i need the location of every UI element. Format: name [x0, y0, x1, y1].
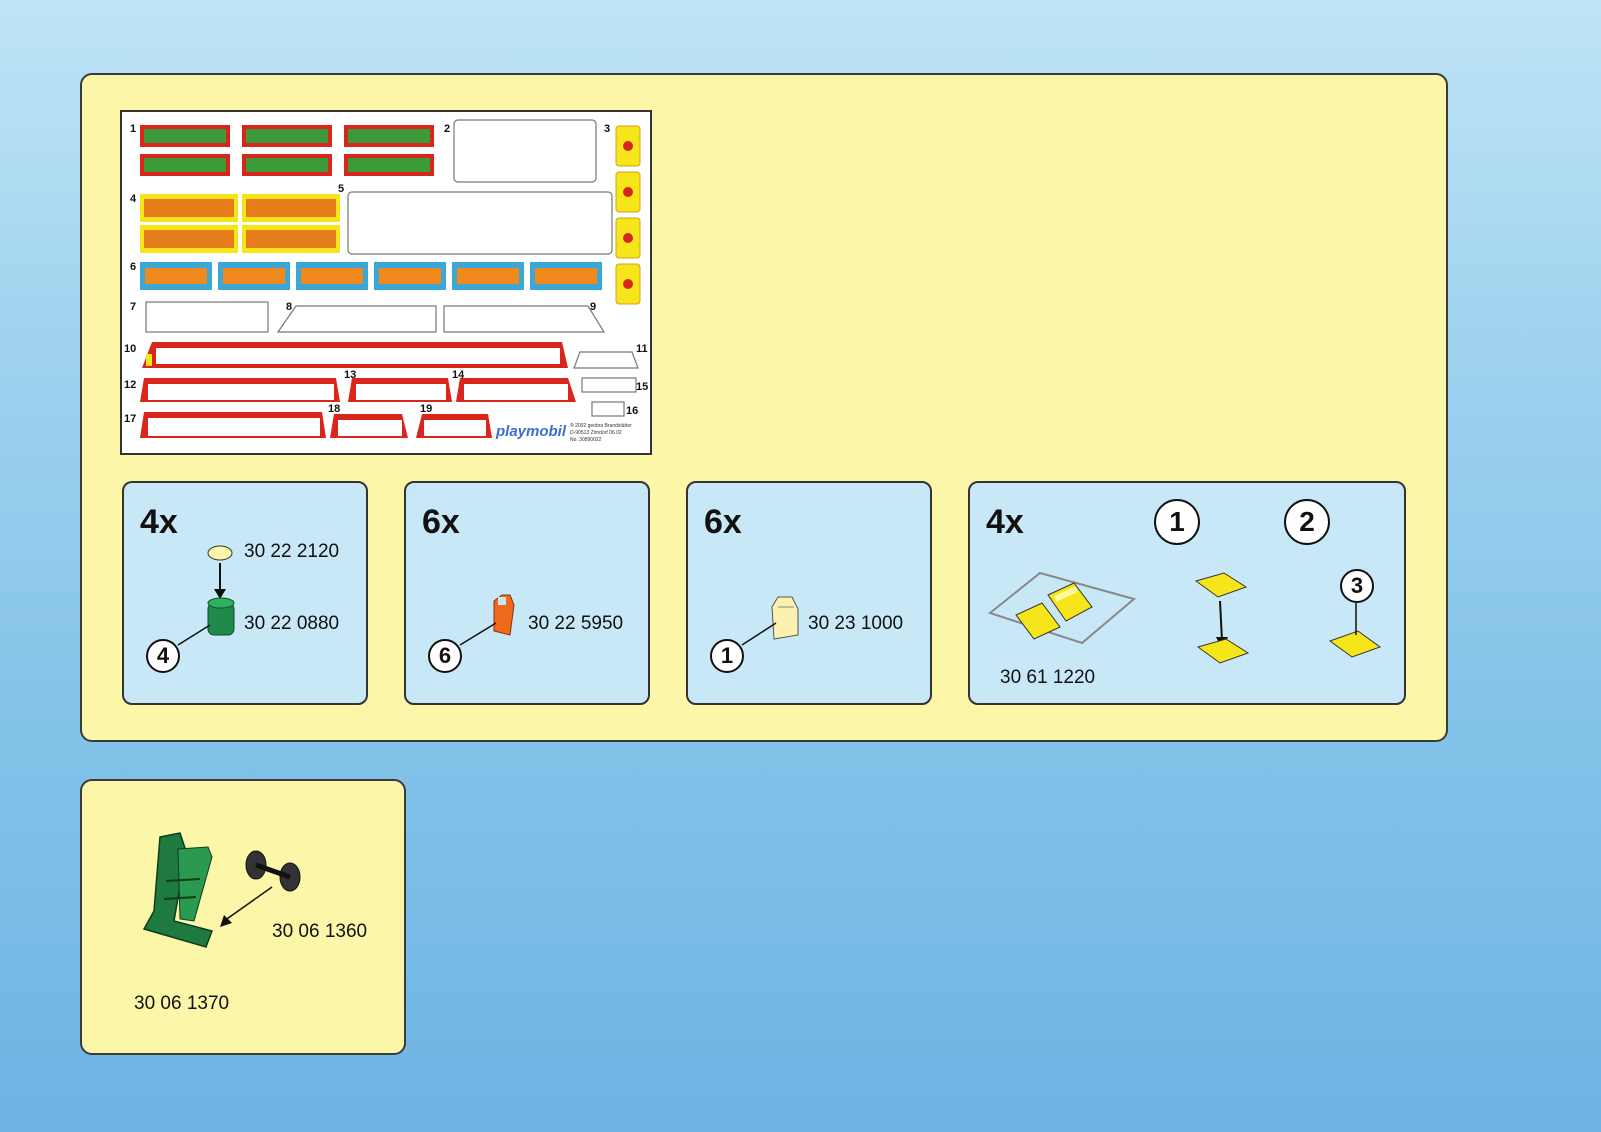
- sticker-label-5: 5: [338, 183, 344, 195]
- sticker-blank-2: [453, 119, 597, 183]
- part-code: 30 22 2120: [244, 541, 340, 562]
- copyright-line-3: No. 30890022: [570, 437, 602, 443]
- copyright-line-1: ® 2002 geobra Brandstätter: [570, 422, 632, 429]
- sticker-banner-17-19: [140, 412, 492, 438]
- part-box-3: 6x 30 23 1000 1: [686, 481, 932, 705]
- playmobil-logo: playmobil: [495, 423, 567, 440]
- part-code: 30 61 1220: [1000, 667, 1096, 688]
- sticker-label-15: 15: [636, 381, 648, 393]
- sticker-label-11: 11: [636, 343, 648, 355]
- tray-illustration: [987, 571, 1382, 664]
- part-box-2: 6x 30 22 5950 6: [404, 481, 650, 705]
- step-number: 2: [1284, 499, 1330, 545]
- sticker-group-1: [140, 125, 434, 176]
- sticker-label-2: 2: [444, 123, 450, 135]
- sticker-label-12: 12: [124, 379, 136, 391]
- sticker-banner-12-14: [140, 378, 576, 402]
- sticker-label-19: 19: [420, 403, 432, 415]
- part-box-4: 4x 1 2 3 30 61 1220: [968, 481, 1406, 705]
- sticker-sheet: 1 2 3 4 5 6 7 8 9 10 11 12 13 14 15 16 1…: [120, 110, 652, 455]
- sticker-blank-5: [347, 191, 613, 255]
- sticker-blank-9: [443, 305, 606, 333]
- sticker-group-6: [140, 262, 602, 290]
- part-code: 30 22 0880: [244, 613, 340, 634]
- sticker-group-4: [140, 194, 340, 253]
- sticker-label-3: 3: [604, 123, 610, 135]
- sticker-label-17: 17: [124, 413, 136, 425]
- sticker-label-18: 18: [328, 403, 340, 415]
- sticker-blank-7: [145, 301, 269, 333]
- sticker-label-1: 1: [130, 123, 136, 135]
- quantity-label: 6x: [422, 503, 460, 541]
- stool-illustration: [177, 545, 235, 646]
- sticker-blank-8: [276, 305, 437, 333]
- sticker-banner-10: [142, 342, 568, 368]
- sticker-blank-11: [573, 351, 639, 369]
- sticker-label-14: 14: [452, 369, 465, 381]
- bag-illustration: [741, 596, 799, 646]
- step-number: 3: [1340, 569, 1374, 603]
- sticker-sheet-drawing: 1 2 3 4 5 6 7 8 9 10 11 12 13 14 15 16 1…: [124, 119, 648, 443]
- quantity-label: 4x: [986, 503, 1024, 541]
- copyright-line-2: D-90513 Zirndorf 06.02: [570, 430, 622, 436]
- step-number: 6: [428, 639, 462, 673]
- part-code: 30 23 1000: [808, 613, 904, 634]
- sticker-label-13: 13: [344, 369, 356, 381]
- part-code: 30 06 1370: [134, 993, 230, 1014]
- sticker-label-16: 16: [626, 405, 638, 417]
- part-code: 30 06 1360: [272, 921, 368, 942]
- part-box-1: 4x 30 22 2120 30 22 0880 4: [122, 481, 368, 705]
- step-number: 4: [146, 639, 180, 673]
- step-number: 1: [710, 639, 744, 673]
- quantity-label: 4x: [140, 503, 178, 541]
- sticker-label-10: 10: [124, 343, 136, 355]
- sticker-label-6: 6: [130, 261, 136, 273]
- cart-panel: 30 06 1360 30 06 1370: [80, 779, 406, 1055]
- sticker-label-4: 4: [130, 193, 137, 205]
- part-code: 30 22 5950: [528, 613, 624, 634]
- sticker-label-9: 9: [590, 301, 596, 313]
- sticker-label-8: 8: [286, 301, 292, 313]
- sticker-blank-15: [581, 377, 637, 393]
- hand-truck-illustration: [142, 832, 301, 948]
- sticker-blank-16: [591, 401, 625, 417]
- sticker-group-3: [615, 125, 641, 305]
- step-number: 1: [1154, 499, 1200, 545]
- crate-clip-illustration: [459, 594, 515, 646]
- sticker-label-7: 7: [130, 301, 136, 313]
- quantity-label: 6x: [704, 503, 742, 541]
